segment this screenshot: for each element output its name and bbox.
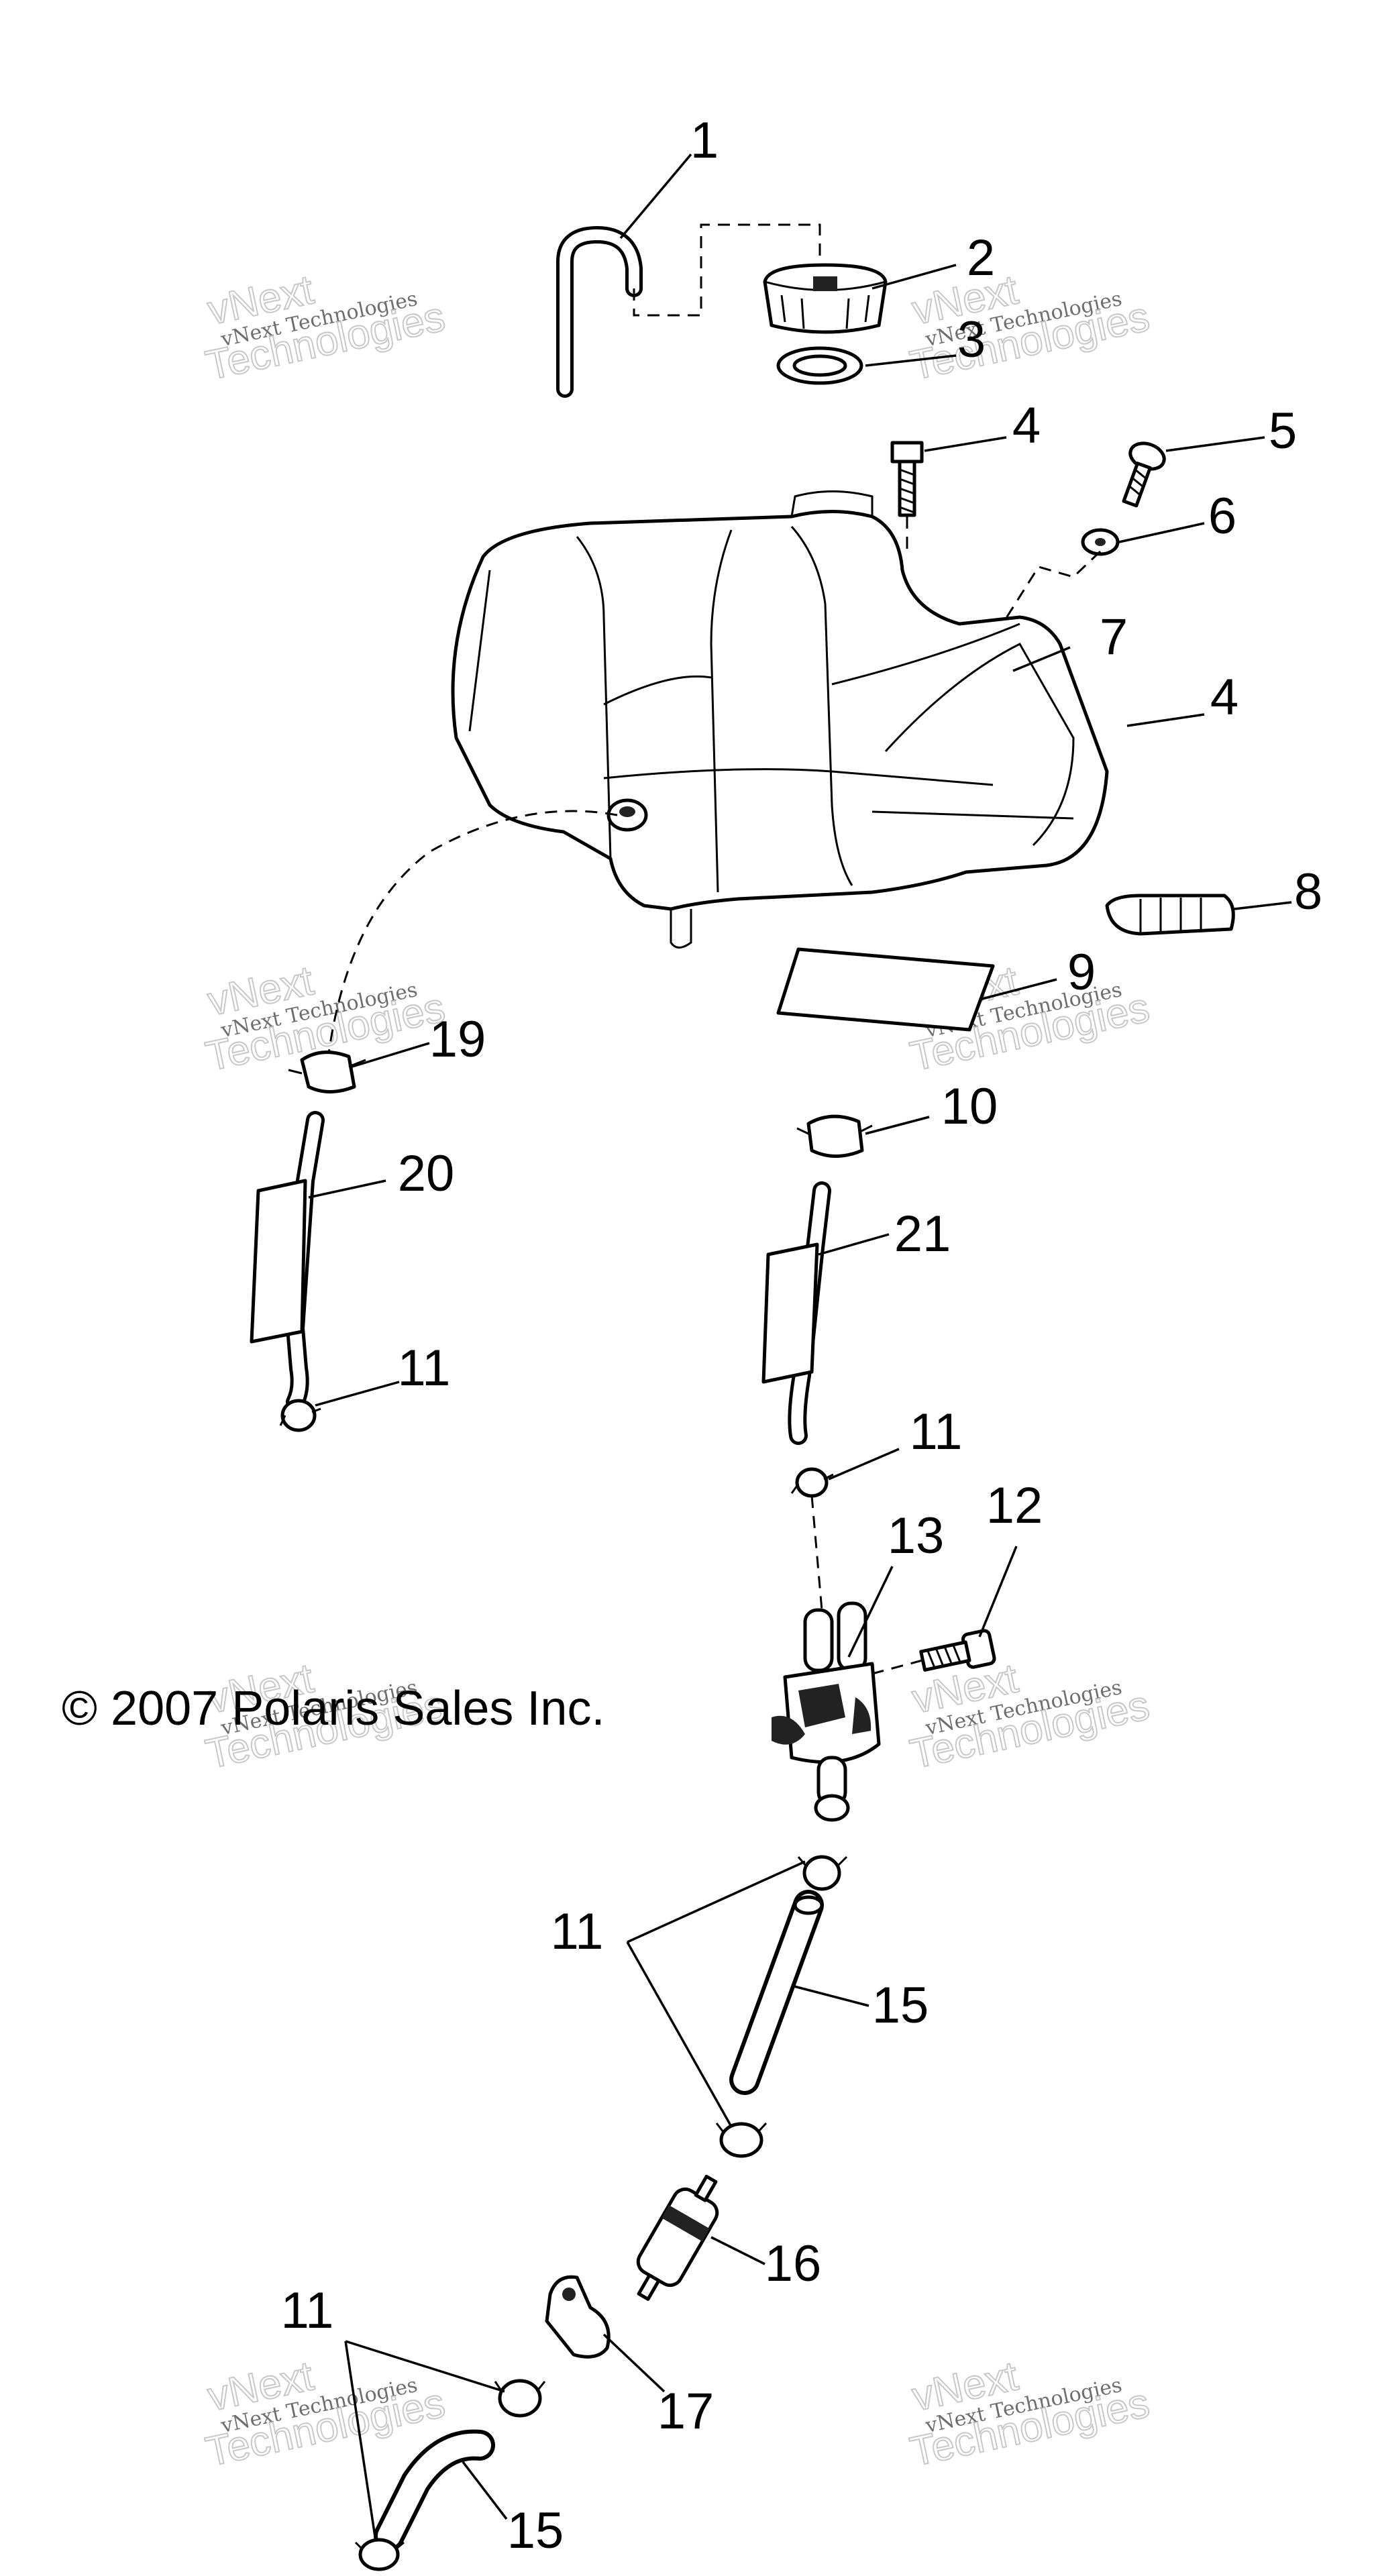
callout-labels: 1 2 3 4 5 6 7 4 8 9 19 10 20 21 11 11 12… xyxy=(281,112,1323,2559)
vent-hose xyxy=(556,226,643,398)
fuel-cap xyxy=(763,263,888,334)
callout-2: 2 xyxy=(967,229,995,286)
callout-10: 10 xyxy=(941,1078,998,1135)
callout-16: 16 xyxy=(765,2235,822,2292)
washer xyxy=(1081,528,1120,556)
hose-clamp-11-left xyxy=(279,1399,321,1432)
leader-lines xyxy=(308,153,1292,2542)
callout-11-pair: 11 xyxy=(551,1903,604,1960)
callout-1: 1 xyxy=(690,112,719,169)
watermark-bottom-left: vNext vNext Technologies Technologies xyxy=(201,2352,450,2476)
fuel-filter xyxy=(636,2174,719,2301)
cap-gasket xyxy=(776,346,863,385)
watermark-top-right: vNext vNext Technologies Technologies xyxy=(906,266,1154,390)
hose-clamp-11-center xyxy=(790,1467,834,1498)
fuel-hose-15-upper xyxy=(729,1890,824,2095)
hose-clamp-11-lower xyxy=(715,2122,768,2158)
callout-15-lower: 15 xyxy=(507,2502,564,2559)
callout-3: 3 xyxy=(957,311,986,368)
fuel-hose-15-lower xyxy=(374,2429,495,2551)
hose-clamp-11-upper xyxy=(797,1855,848,1891)
callout-11-left: 11 xyxy=(398,1340,451,1397)
callout-17: 17 xyxy=(657,2383,715,2440)
tank-to-clamp19-dashline xyxy=(327,810,618,1054)
callout-8: 8 xyxy=(1294,863,1322,920)
copyright-notice: © 2007 Polaris Sales Inc. xyxy=(62,1682,604,1735)
callout-7: 7 xyxy=(1100,608,1128,665)
hose-clamp-10 xyxy=(796,1114,873,1158)
valve-screw xyxy=(919,1629,996,1672)
hose-clamp-19 xyxy=(288,1051,366,1093)
mounting-screw xyxy=(1122,441,1166,508)
watermark-mid-left: vNext vNext Technologies Technologies xyxy=(201,957,450,1081)
callout-11-bottom: 11 xyxy=(281,2282,334,2339)
callout-6: 6 xyxy=(1208,488,1236,545)
callout-4-right: 4 xyxy=(1210,669,1238,726)
callout-12: 12 xyxy=(986,1477,1043,1534)
callout-9: 9 xyxy=(1067,944,1096,1001)
fuel-valve xyxy=(772,1601,881,1822)
fuel-hose-20 xyxy=(250,1111,325,1411)
callout-20: 20 xyxy=(398,1145,455,1202)
callout-4-top: 4 xyxy=(1012,397,1041,454)
hose-clamp-11-bottom-left xyxy=(354,2538,405,2571)
callout-13: 13 xyxy=(888,1507,945,1564)
clamp11-to-valve-dashline xyxy=(810,1495,823,1611)
screw-to-valve-dashline xyxy=(871,1659,923,1675)
callout-11-center: 11 xyxy=(910,1403,963,1460)
fuel-tank xyxy=(451,490,1109,949)
hose-to-cap-dashline xyxy=(633,223,821,317)
fuel-hose-21 xyxy=(761,1181,831,1445)
watermark-top-left: vNext vNext Technologies Technologies xyxy=(201,266,450,390)
callout-15-upper: 15 xyxy=(872,1977,929,2034)
callout-21: 21 xyxy=(894,1205,951,1263)
callout-5: 5 xyxy=(1269,402,1297,460)
mounting-bolt-top xyxy=(890,441,924,517)
hose-clamp-11-bottom-right xyxy=(494,2379,546,2418)
watermark-bottom-right: vNext vNext Technologies Technologies xyxy=(906,2352,1154,2476)
callout-19: 19 xyxy=(429,1011,486,1068)
decal xyxy=(776,947,995,1032)
foam-pad xyxy=(1105,894,1235,936)
filter-clip xyxy=(545,2275,611,2359)
